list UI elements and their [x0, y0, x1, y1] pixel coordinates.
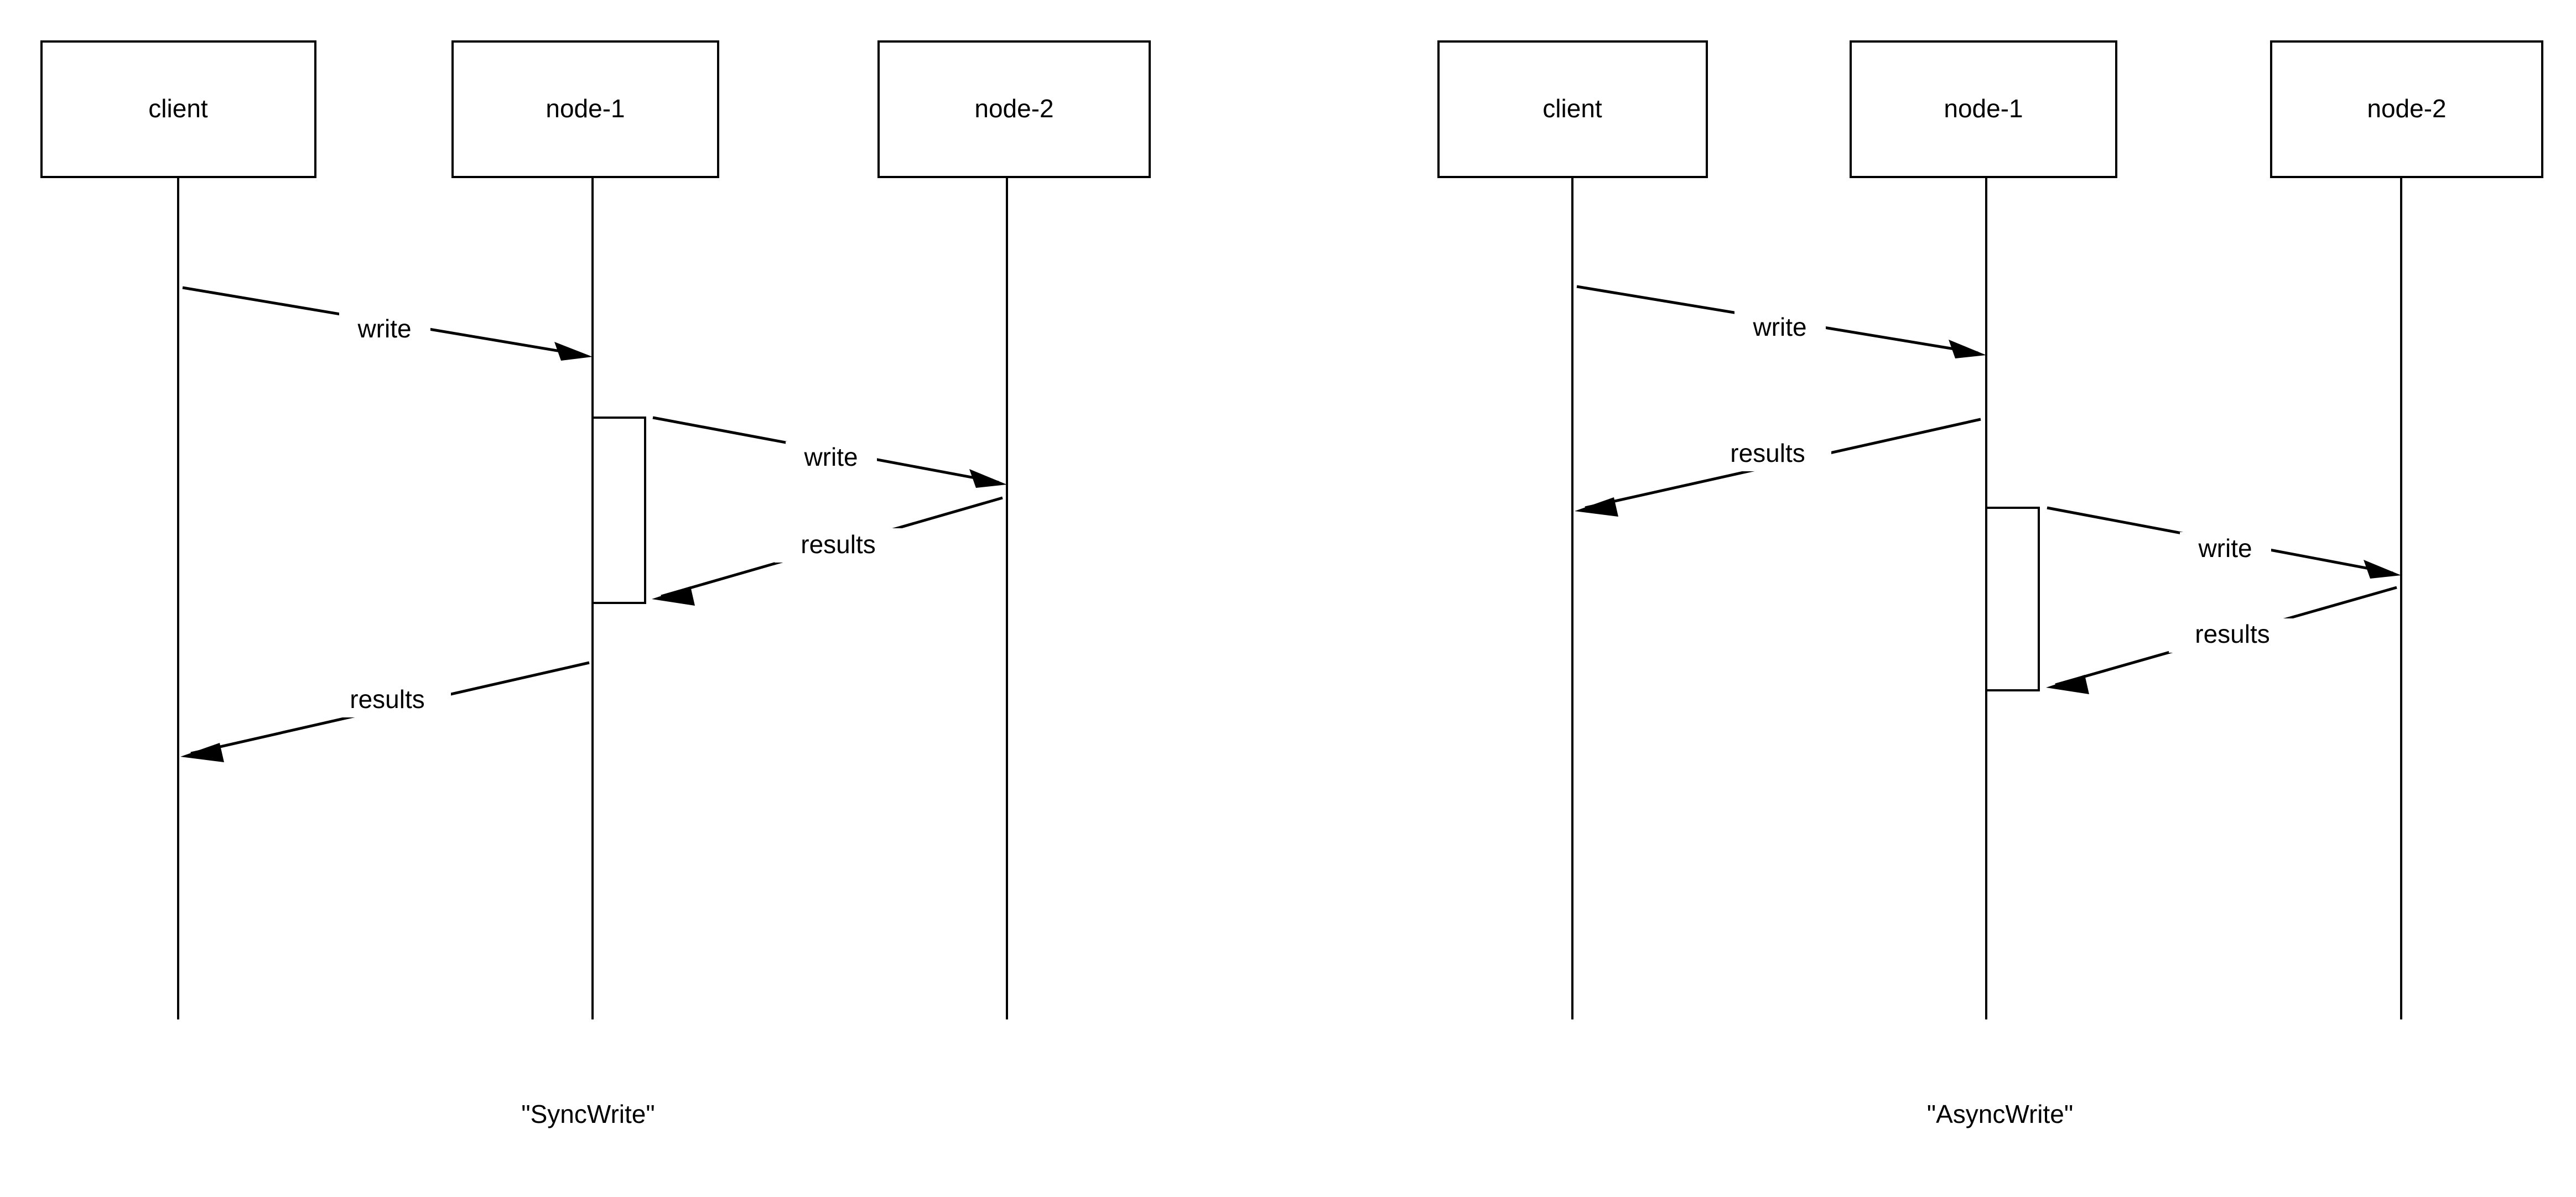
activation-box-node-1-2: [1985, 507, 2040, 691]
activation-box-node-1: [591, 417, 646, 604]
arrowhead-3: [652, 586, 695, 606]
participant-node-1-2[interactable]: node-1: [1850, 40, 2117, 178]
arrowhead-1-2: [1949, 340, 1986, 358]
participant-label-client: client: [148, 94, 208, 123]
message-label-bg-4-2: [2169, 618, 2296, 653]
message-1-write[interactable]: write: [182, 286, 593, 361]
message-3-results[interactable]: results: [652, 496, 1003, 606]
participant-label-client-2: client: [1543, 94, 1602, 123]
participant-box-node-1-2[interactable]: [1850, 40, 2117, 178]
message-label-bg-3: [775, 528, 902, 563]
diagram-async-write: client node-1 node-2 write: [1437, 40, 2543, 1128]
message-label-bg-1-2: [1734, 311, 1826, 345]
participant-node-2-2[interactable]: node-2: [2270, 40, 2543, 178]
participant-label-node-1-2: node-1: [1944, 94, 2023, 123]
diagram-caption-async-write: "AsyncWrite": [1927, 1100, 2073, 1128]
message-label-1: write: [357, 314, 411, 343]
message-label-bg-3-2: [2180, 532, 2271, 566]
arrowhead-4-2: [2046, 675, 2089, 694]
diagram-caption-sync-write: "SyncWrite": [521, 1100, 655, 1128]
arrowhead-2: [969, 469, 1007, 488]
message-label-bg-2: [786, 441, 877, 476]
participant-box-node-1[interactable]: [451, 40, 719, 178]
participant-label-node-2-2: node-2: [2367, 94, 2446, 123]
message-label-2-2: results: [1730, 439, 1805, 467]
participant-client-2[interactable]: client: [1437, 40, 1708, 178]
participant-box-client-2[interactable]: [1437, 40, 1708, 178]
message-label-bg-1: [339, 313, 430, 347]
participant-client[interactable]: client: [40, 40, 316, 178]
diagram-sync-write: client node-1 node-2 write: [40, 40, 1151, 1128]
participant-node-1[interactable]: node-1: [451, 40, 719, 178]
participant-box-node-2[interactable]: [877, 40, 1151, 178]
message-2-write[interactable]: write: [652, 416, 1007, 488]
participant-box-client[interactable]: [40, 40, 316, 178]
participant-node-2[interactable]: node-2: [877, 40, 1151, 178]
message-label-4-2: results: [2195, 620, 2269, 648]
arrowhead-3-2: [2364, 560, 2401, 579]
arrowhead-1: [554, 342, 593, 361]
message-label-3: results: [801, 530, 875, 559]
message-2-results-2[interactable]: results: [1575, 418, 1981, 517]
arrowhead-4: [180, 743, 224, 762]
message-4-results-2[interactable]: results: [2046, 586, 2397, 694]
arrowhead-2-2: [1575, 497, 1618, 517]
message-4-results[interactable]: results: [180, 661, 590, 762]
participant-label-node-1: node-1: [546, 94, 625, 123]
message-3-write-2[interactable]: write: [2047, 506, 2401, 579]
message-label-2: write: [803, 443, 858, 471]
message-label-bg-4: [324, 683, 451, 717]
message-label-3-2: write: [2198, 534, 2252, 563]
message-label-4: results: [350, 685, 424, 714]
participant-label-node-2: node-2: [974, 94, 1053, 123]
participant-box-node-2-2[interactable]: [2270, 40, 2543, 178]
message-label-bg-2-2: [1704, 437, 1831, 471]
message-1-write-2[interactable]: write: [1576, 285, 1986, 358]
message-label-1-2: write: [1752, 313, 1806, 341]
